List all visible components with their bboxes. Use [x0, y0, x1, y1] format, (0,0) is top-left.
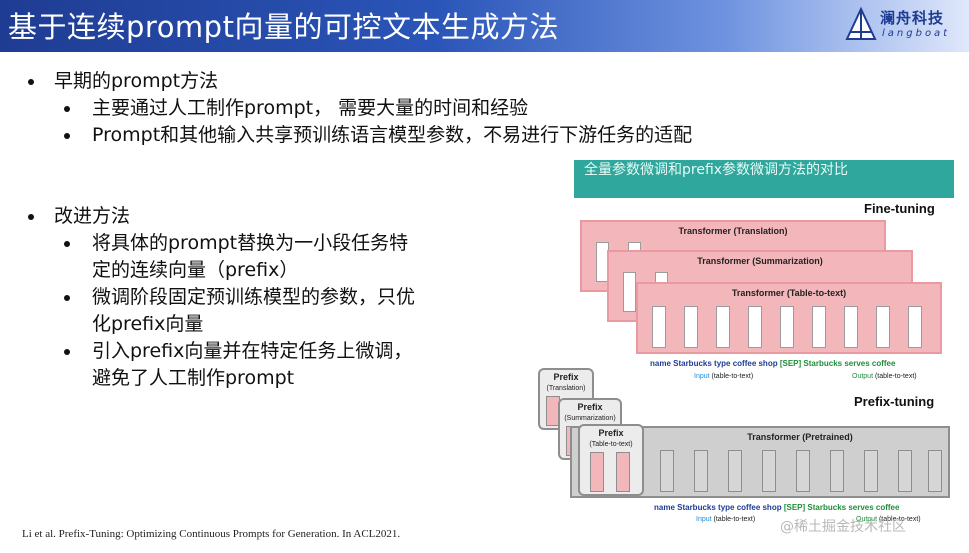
prefix-table-to-text-box: Prefix (Table-to-text): [578, 424, 644, 496]
token-cell: [660, 450, 674, 492]
prefix-cell: [590, 452, 604, 492]
token-cell: [876, 306, 890, 348]
sub-bullet-freeze-line1: 微调阶段固定预训练模型的参数，只优: [92, 286, 416, 308]
token-cell: [796, 450, 810, 492]
bullet-early-prompt: 早期的prompt方法: [54, 70, 219, 92]
watermark: @稀土掘金技术社区: [780, 519, 906, 535]
sub-bullet-dot: [64, 295, 70, 301]
logo-sail-icon: [845, 6, 877, 40]
output-task: (table-to-text): [878, 516, 921, 523]
output-label: Output: [852, 373, 874, 380]
sub-bullet-manual-prompt: 主要通过人工制作prompt， 需要大量的时间和经验: [92, 97, 529, 119]
bullet-dot: [28, 79, 34, 85]
transformer-summarization-title: Transformer (Summarization): [697, 256, 823, 266]
token-cell: [908, 306, 922, 348]
sub-bullet-dot: [64, 349, 70, 355]
prefix-tuning-figure: 全量参数微调和prefix参数微调方法的对比 Fine-tuning Trans…: [530, 160, 960, 530]
token-cell: [864, 450, 878, 492]
token-cell: [684, 306, 698, 348]
input-label: Input: [694, 373, 710, 380]
logo-text-cn: 澜舟科技: [880, 9, 945, 27]
sub-bullet-introduce-line1: 引入prefix向量并在特定任务上微调，: [92, 340, 413, 362]
sub-bullet-shared-params: Prompt和其他输入共享预训练语言模型参数，不易进行下游任务的适配: [92, 124, 693, 146]
prefix-translation-task: (Translation): [546, 385, 586, 392]
fine-tuning-token-words: name Starbucks type coffee shop [SEP] St…: [650, 359, 895, 368]
prefix-tuning-label: Prefix-tuning: [854, 394, 935, 409]
figure-caption-banner: 全量参数微调和prefix参数微调方法的对比: [574, 160, 954, 198]
sub-bullet-freeze-line2: 化prefix向量: [92, 313, 204, 335]
sub-bullet-introduce-line2: 避免了人工制作prompt: [92, 367, 295, 389]
token-cell: [716, 306, 730, 348]
output-task: (table-to-text): [874, 373, 917, 380]
input-task: (table-to-text): [713, 516, 756, 523]
prefix-tuning-output-caption: Output (table-to-text): [856, 516, 921, 523]
sub-bullet-replace-line1: 将具体的prompt替换为一小段任务特: [92, 232, 409, 254]
transformer-pretrained-title: Transformer (Pretrained): [747, 432, 853, 442]
token-cell: [780, 306, 794, 348]
prefix-summarization-task: (Summarization): [564, 415, 616, 422]
bullet-dot: [28, 214, 34, 220]
fine-tuning-label: Fine-tuning: [864, 201, 935, 216]
output-words: Starbucks serves coffee: [803, 359, 896, 368]
prefix-tuning-token-words: name Starbucks type coffee shop [SEP] St…: [654, 503, 899, 512]
transformer-table-to-text-title: Transformer (Table-to-text): [731, 288, 847, 298]
token-cell: [652, 306, 666, 348]
company-logo: 澜舟科技 langboat: [842, 4, 960, 46]
token-cell: [748, 306, 762, 348]
prefix-cell: [616, 452, 630, 492]
token-cell: [830, 450, 844, 492]
token-cell: [812, 306, 826, 348]
output-label: Output: [856, 516, 878, 523]
sub-bullet-dot: [64, 241, 70, 247]
input-words: name Starbucks type coffee shop: [650, 359, 778, 368]
sep-token: [SEP]: [779, 359, 802, 368]
sub-bullet-dot: [64, 106, 70, 112]
input-label: Input: [696, 516, 712, 523]
prefix-tuning-input-caption: Input (table-to-text): [696, 516, 755, 523]
token-cell: [694, 450, 708, 492]
output-words: Starbucks serves coffee: [807, 503, 900, 512]
token-cell: [728, 450, 742, 492]
title-bar: 基于连续prompt向量的可控文本生成方法 澜舟科技 langboat: [0, 0, 969, 52]
input-words: name Starbucks type coffee shop: [654, 503, 782, 512]
citation-footnote: Li et al. Prefix-Tuning: Optimizing Cont…: [22, 528, 401, 540]
logo-text-en: langboat: [882, 28, 951, 39]
prefix-table-to-text-task: (Table-to-text): [589, 441, 633, 448]
fine-tuning-input-caption: Input (table-to-text): [694, 373, 753, 380]
prefix-translation-title: Prefix: [553, 372, 579, 382]
prefix-summarization-title: Prefix: [577, 402, 603, 412]
token-cell: [928, 450, 942, 492]
fine-tuning-output-caption: Output (table-to-text): [852, 373, 917, 380]
token-cell: [898, 450, 912, 492]
slide-title: 基于连续prompt向量的可控文本生成方法: [8, 10, 559, 44]
transformer-translation-title: Transformer (Translation): [678, 226, 788, 236]
transformer-table-to-text-box: Transformer (Table-to-text): [636, 282, 942, 354]
sub-bullet-dot: [64, 133, 70, 139]
input-task: (table-to-text): [711, 373, 754, 380]
token-cell: [623, 272, 636, 312]
token-cell: [762, 450, 776, 492]
sep-token: [SEP]: [783, 503, 806, 512]
prefix-table-to-text-title: Prefix: [598, 428, 624, 438]
sub-bullet-replace-line2: 定的连续向量（prefix）: [92, 259, 299, 281]
bullet-improved-method: 改进方法: [54, 205, 131, 227]
token-cell: [844, 306, 858, 348]
